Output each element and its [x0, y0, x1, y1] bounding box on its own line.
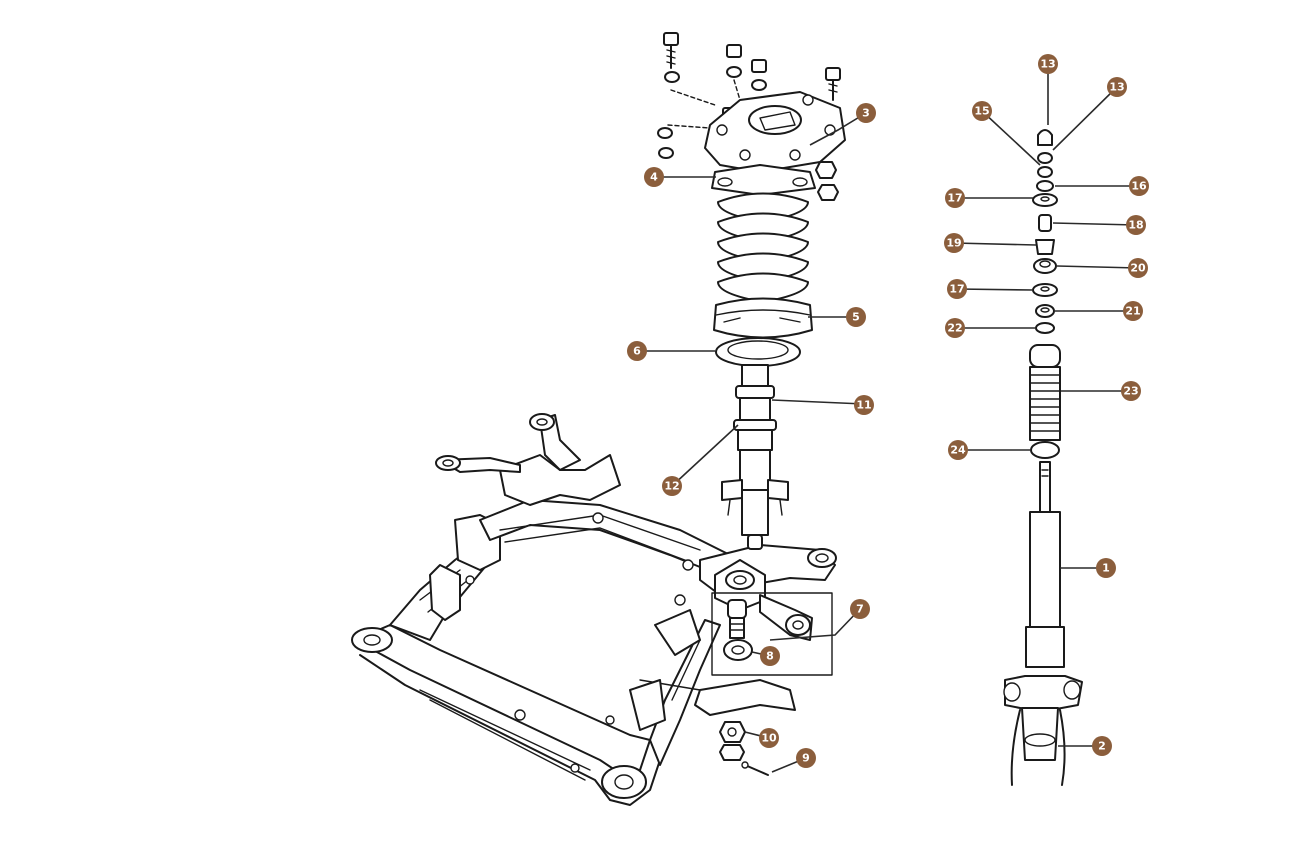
svg-text:2: 2	[1098, 740, 1106, 753]
callout-8: 8	[760, 646, 780, 666]
leader-lines	[637, 64, 1139, 773]
svg-text:12: 12	[664, 480, 679, 493]
subframe-crossmember	[351, 413, 837, 806]
callout-22: 22	[945, 318, 965, 338]
callout-16: 16	[1129, 176, 1149, 196]
callout-17-upper: 17	[945, 188, 965, 208]
svg-text:18: 18	[1128, 219, 1143, 232]
svg-text:1: 1	[1102, 562, 1110, 575]
callout-12: 12	[662, 476, 682, 496]
exploded-damper-column	[1003, 129, 1083, 786]
svg-text:20: 20	[1130, 262, 1146, 275]
callout-9: 9	[796, 748, 816, 768]
callout-7: 7	[850, 599, 870, 619]
svg-text:7: 7	[856, 603, 864, 616]
svg-text:3: 3	[862, 107, 870, 120]
svg-text:16: 16	[1131, 180, 1147, 193]
callout-3: 3	[856, 103, 876, 123]
callout-6: 6	[627, 341, 647, 361]
svg-text:19: 19	[946, 237, 961, 250]
callout-19: 19	[944, 233, 964, 253]
callout-13-top: 13	[1038, 54, 1058, 74]
svg-text:15: 15	[974, 105, 989, 118]
ball-joint-assembly	[711, 592, 833, 776]
callout-10: 10	[759, 728, 779, 748]
svg-text:5: 5	[852, 311, 860, 324]
callout-2: 2	[1092, 736, 1112, 756]
svg-text:13: 13	[1109, 81, 1124, 94]
svg-text:6: 6	[633, 345, 641, 358]
callout-21: 21	[1123, 301, 1143, 321]
callout-18: 18	[1126, 215, 1146, 235]
svg-text:10: 10	[761, 732, 777, 745]
svg-text:9: 9	[802, 752, 810, 765]
svg-text:23: 23	[1123, 385, 1138, 398]
svg-text:21: 21	[1125, 305, 1140, 318]
coil-spring	[717, 192, 809, 303]
callout-11: 11	[854, 395, 874, 415]
svg-text:11: 11	[856, 399, 871, 412]
svg-text:17: 17	[949, 283, 964, 296]
callout-5: 5	[846, 307, 866, 327]
callout-23: 23	[1121, 381, 1141, 401]
callout-17-lower: 17	[947, 279, 967, 299]
callout-15: 15	[972, 101, 992, 121]
svg-text:22: 22	[947, 322, 962, 335]
svg-text:13: 13	[1040, 58, 1055, 71]
svg-text:24: 24	[950, 444, 966, 457]
strut-assembly	[657, 32, 846, 550]
svg-text:8: 8	[766, 650, 774, 663]
svg-text:4: 4	[650, 171, 658, 184]
callout-13-right: 13	[1107, 77, 1127, 97]
callout-20: 20	[1128, 258, 1148, 278]
callout-1: 1	[1096, 558, 1116, 578]
svg-text:17: 17	[947, 192, 962, 205]
callout-4: 4	[644, 167, 664, 187]
callout-24: 24	[948, 440, 968, 460]
